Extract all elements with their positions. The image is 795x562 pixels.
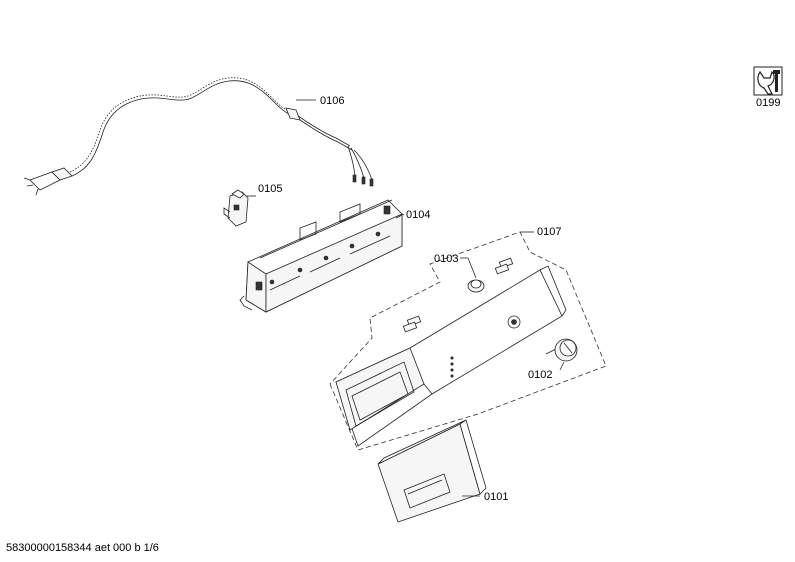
label-0105: 0105 [258,183,282,195]
plug-icon [23,167,73,196]
rotary-knob-part [545,338,578,371]
label-0107: 0107 [537,226,561,238]
assembly-outline-0107 [329,231,607,451]
clip-part [223,189,256,227]
electronic-module-part [239,199,405,313]
push-button-part [460,257,485,293]
pin-part [402,257,514,333]
label-0106: 0106 [320,95,344,107]
wrench-service-icon [753,66,783,96]
label-0103: 0103 [434,253,458,265]
power-cord-part [23,77,374,196]
drawing-id-footer: 58300000158344 aet 000 b 1/6 [6,542,159,554]
control-panel-part [335,265,567,447]
label-0199: 0199 [756,97,780,109]
label-0101: 0101 [484,491,508,503]
label-0102: 0102 [528,369,552,381]
drawer-handle-part [377,419,487,523]
label-0104: 0104 [406,209,430,221]
